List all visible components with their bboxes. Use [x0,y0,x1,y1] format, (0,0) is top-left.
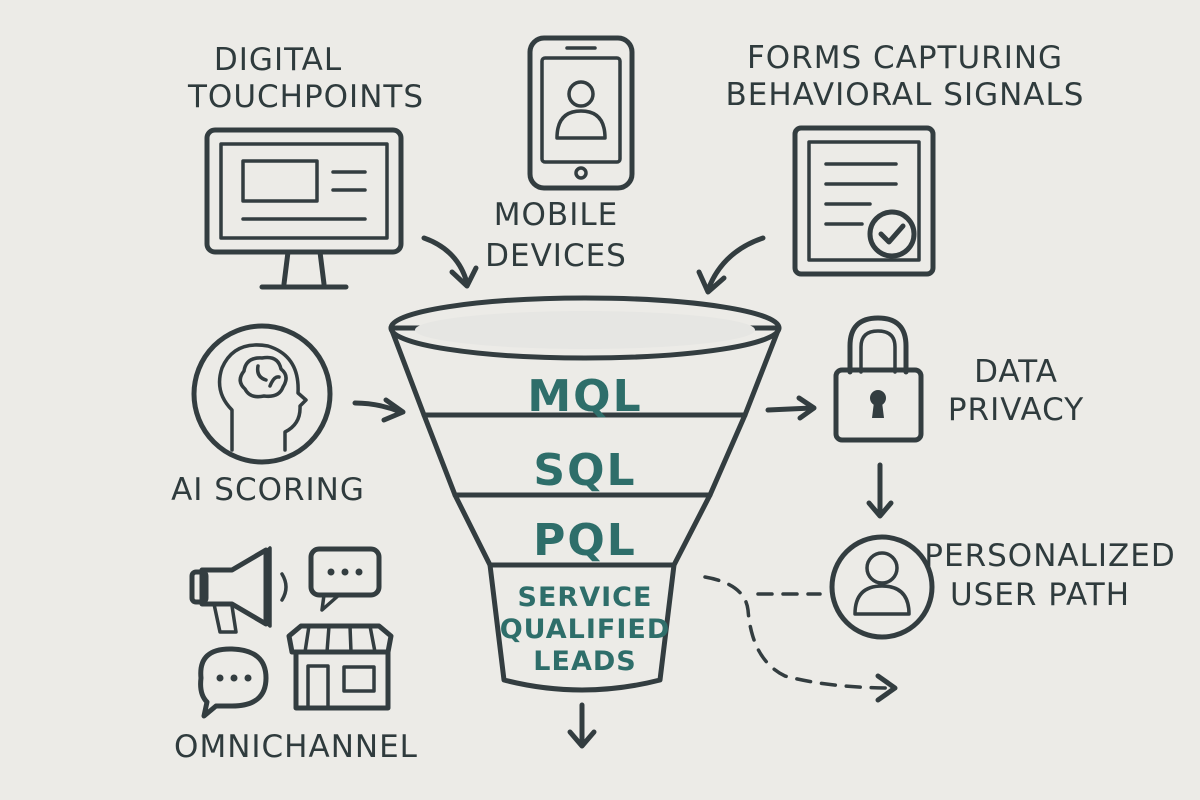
arrow-touchpoints-to-funnel [421,235,479,289]
forms-label-line1: FORMS CAPTURING [747,40,1063,76]
data-privacy-label-line2: PRIVACY [948,392,1084,428]
arrow-ai-to-funnel [352,397,406,423]
user-circle-icon [829,534,935,640]
megaphone-icon [189,546,288,634]
personalized-path-label-line2: USER PATH [950,577,1130,613]
funnel-stage-pql: PQL [533,515,637,566]
omnichannel-label: OMNICHANNEL [174,729,418,765]
funnel-stage-service-line1: SERVICE [518,582,653,613]
funnel-stage-service-line3: LEADS [533,646,636,677]
personalized-path-label-line1: PERSONALIZED [924,538,1175,574]
digital-touchpoints-label-line1: DIGITAL [214,42,342,78]
digital-touchpoints-label-line2: TOUCHPOINTS [187,79,424,115]
forms-label-line2: BEHAVIORAL SIGNALS [726,77,1085,113]
funnel-stage-mql: MQL [527,371,642,422]
funnel-stage-sql: SQL [533,445,636,496]
funnel [388,295,782,693]
arrow-privacy-to-path [866,462,894,519]
storefront-icon [286,623,394,711]
arrow-forms-to-funnel [696,235,766,295]
mobile-devices-label-line1: MOBILE [494,197,618,233]
smartphone-icon [527,35,635,191]
arrow-funnel-to-privacy [765,395,817,421]
chat-bubble-icon [308,546,382,612]
chat-bubble-icon [198,646,269,719]
dashed-arrow-to-user-path [703,575,898,703]
funnel-stage-service-line2: QUALIFIED [500,614,671,645]
form-check-icon [792,125,936,277]
arrow-funnel-output [567,702,597,749]
funnel-band-sql-leads [487,562,677,693]
data-privacy-label-line1: DATA [974,354,1058,390]
funnel-rim [388,295,782,361]
brain-head-icon [191,323,333,465]
padlock-icon [833,315,924,443]
ai-scoring-label: AI SCORING [171,472,365,508]
mobile-devices-label-line2: DEVICES [485,238,627,274]
monitor-icon [204,127,404,290]
